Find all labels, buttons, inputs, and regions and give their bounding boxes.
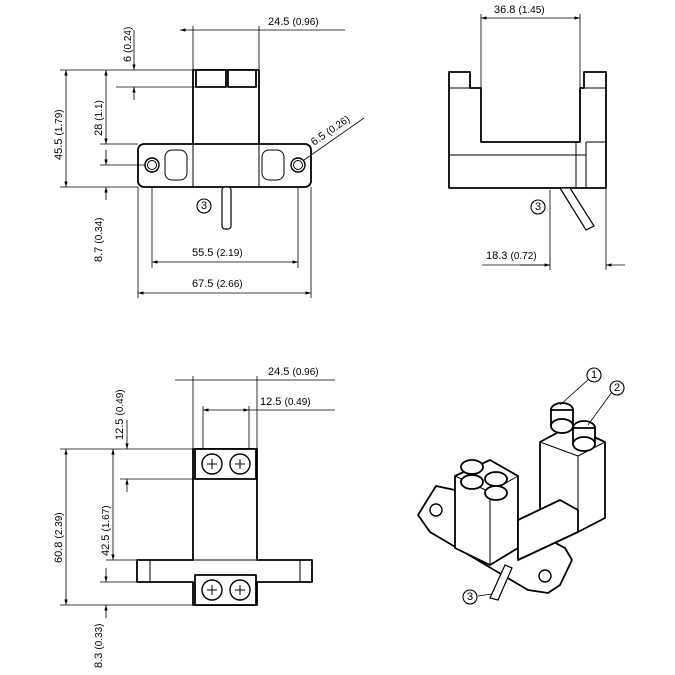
- front-dim-lower-height: 8.7 (0.34): [93, 218, 105, 262]
- side-cable: [558, 187, 595, 231]
- isometric-view: 1 2 3: [417, 367, 625, 605]
- iso-cap-4: [484, 485, 508, 501]
- side-callout-3: [530, 199, 546, 215]
- iso-callout-1: [586, 367, 602, 383]
- front-dim-total-height: 45.5 (1.79): [53, 109, 65, 160]
- side-u-body: [448, 71, 607, 189]
- front-cable: [221, 186, 232, 230]
- iso-hole-left: [429, 503, 443, 517]
- front-dim-tab-height: 6 (0.24): [122, 27, 134, 62]
- front-dim-overall-width: 67.5 (2.66): [192, 278, 243, 290]
- iso-callout-2-text: 2: [614, 382, 620, 394]
- iso-callout-2: [609, 380, 625, 396]
- front-dim-hole-spacing: 55.5 (2.19): [192, 247, 243, 259]
- top-dim-top-offset: 12.5 (0.49): [114, 389, 126, 440]
- top-dim-mid-length: 42.5 (1.67): [100, 505, 112, 556]
- top-dim-inner-width: 12.5 (0.49): [260, 396, 311, 408]
- front-callout-3-text: 3: [201, 200, 207, 212]
- iso-callout-1-text: 1: [591, 369, 597, 381]
- side-view: 36.8 (1.45) 18.3 (0.72) 3: [448, 4, 625, 270]
- front-slot-right: [261, 149, 285, 181]
- front-view: 24.5 (0.96) 6 (0.24) 45.5 (1.79) 28 (1.1…: [53, 16, 365, 298]
- front-flange: [137, 143, 312, 188]
- front-slot-left: [164, 149, 188, 181]
- iso-cap-3: [460, 474, 484, 490]
- iso-cable: [489, 564, 513, 601]
- side-dim-slot-width: 36.8 (1.45): [494, 4, 545, 16]
- top-view: 24.5 (0.96) 12.5 (0.49) 12.5 (0.49) 42.5…: [53, 366, 335, 668]
- iso-callout-3-text: 3: [467, 591, 473, 603]
- iso-callout-3: [462, 589, 478, 605]
- top-dim-total-length: 60.8 (2.39): [53, 512, 65, 563]
- side-callout-3-text: 3: [535, 201, 541, 213]
- iso-hole-right: [538, 569, 552, 583]
- front-dim-upper-height: 28 (1.1): [93, 100, 105, 136]
- top-dim-outer-width: 24.5 (0.96): [268, 366, 319, 378]
- front-dim-width-top: 24.5 (0.96): [268, 16, 319, 28]
- top-dim-bottom-offset: 8.3 (0.33): [93, 624, 105, 668]
- front-callout-3: [196, 198, 212, 214]
- iso-bridge: [517, 499, 579, 561]
- side-dim-cable-offset: 18.3 (0.72): [486, 250, 537, 262]
- front-top-tab-left: [195, 69, 227, 88]
- front-top-tab-right: [227, 69, 257, 88]
